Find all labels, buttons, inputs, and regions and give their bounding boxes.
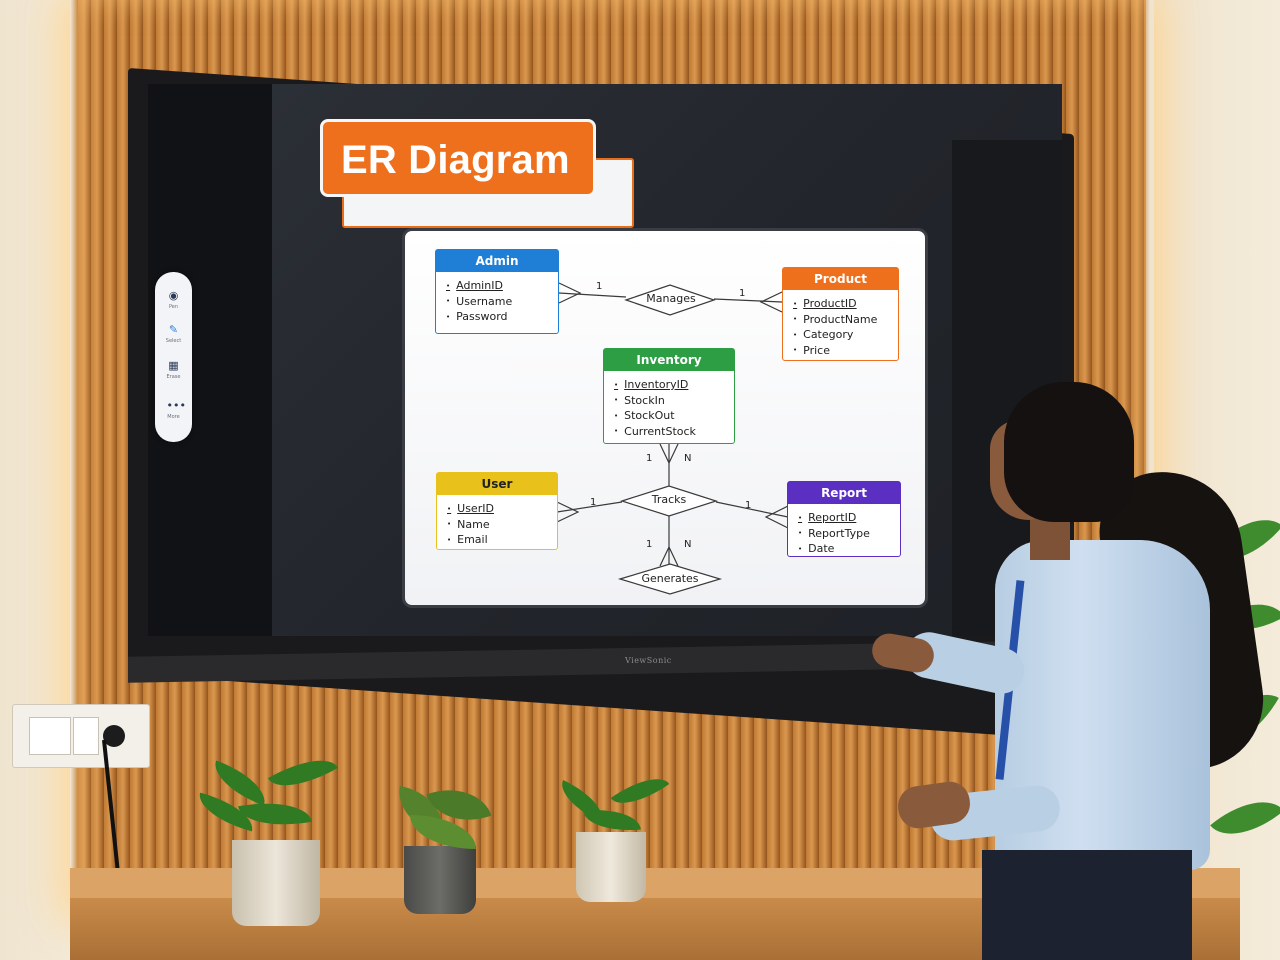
attr-admin-id: AdminID bbox=[446, 278, 558, 294]
attr-inventory-stockin: StockIn bbox=[614, 393, 734, 409]
entity-product-header: Product bbox=[783, 268, 898, 290]
pot-middle bbox=[404, 846, 476, 914]
attr-user-email: Email bbox=[447, 532, 557, 548]
tool-select[interactable]: ✎ Select bbox=[155, 323, 192, 345]
attr-inventory-id: InventoryID bbox=[614, 377, 734, 393]
eraser-icon: ▦ bbox=[168, 359, 179, 372]
card-manages-product: 1 bbox=[739, 288, 746, 299]
skirt bbox=[982, 850, 1192, 960]
relationship-generates: Generates bbox=[641, 572, 699, 585]
entity-product: Product ProductID ProductName Category P… bbox=[782, 267, 899, 361]
attr-product-category: Category bbox=[793, 327, 898, 343]
tool-pen[interactable]: ◉ Pen bbox=[155, 289, 192, 311]
tool-erase-label: Erase bbox=[166, 374, 181, 380]
entity-user: User UserID Name Email bbox=[436, 472, 558, 550]
pen-circle-icon: ◉ bbox=[168, 289, 179, 302]
pot-right bbox=[576, 832, 646, 902]
attr-product-id: ProductID bbox=[793, 296, 898, 312]
attr-user-id: UserID bbox=[447, 501, 557, 517]
entity-user-header: User bbox=[437, 473, 557, 495]
tool-more-label: More bbox=[167, 414, 180, 420]
marker-icon: ✎ bbox=[168, 323, 179, 336]
card-tracks-generates-one: 1 bbox=[646, 539, 653, 550]
card-inventory-tracks-many: N bbox=[684, 453, 692, 464]
generates-diamond bbox=[617, 563, 723, 595]
slide-title: ER Diagram bbox=[341, 138, 570, 182]
card-tracks-generates-many: N bbox=[684, 539, 692, 550]
wall-socket bbox=[12, 704, 150, 768]
card-user-tracks: 1 bbox=[590, 497, 597, 508]
card-inventory-tracks-one: 1 bbox=[646, 453, 653, 464]
entity-admin-header: Admin bbox=[436, 250, 558, 272]
tv-brand-logo: ViewSonic bbox=[625, 656, 672, 665]
relationship-manages: Manages bbox=[646, 292, 696, 305]
hair bbox=[1004, 382, 1134, 522]
attr-product-price: Price bbox=[793, 343, 898, 359]
manages-diamond bbox=[624, 284, 716, 316]
switch-left bbox=[29, 717, 71, 755]
entity-admin: Admin AdminID Username Password bbox=[435, 249, 559, 334]
attr-admin-password: Password bbox=[446, 309, 558, 325]
attr-admin-username: Username bbox=[446, 294, 558, 310]
tool-erase[interactable]: ▦ Erase bbox=[155, 359, 192, 381]
tool-more[interactable]: ••• More bbox=[155, 400, 192, 421]
attr-inventory-stockout: StockOut bbox=[614, 408, 734, 424]
attr-report-id: ReportID bbox=[798, 510, 900, 526]
tool-pen-label: Pen bbox=[168, 304, 179, 310]
slide-title-box: ER Diagram bbox=[320, 119, 596, 197]
attr-inventory-currentstock: CurrentStock bbox=[614, 424, 734, 440]
entity-inventory-header: Inventory bbox=[604, 349, 734, 371]
whiteboard-toolbar: ◉ Pen ✎ Select ▦ Erase ••• More bbox=[155, 272, 192, 442]
relationship-tracks: Tracks bbox=[651, 493, 687, 506]
entity-report: Report ReportID ReportType Date bbox=[787, 481, 901, 557]
pot-left bbox=[232, 840, 320, 926]
tracks-diamond bbox=[620, 485, 718, 517]
attr-user-name: Name bbox=[447, 517, 557, 533]
entity-report-header: Report bbox=[788, 482, 900, 504]
attr-report-date: Date bbox=[798, 541, 900, 557]
attr-report-type: ReportType bbox=[798, 526, 900, 542]
tool-select-label: Select bbox=[165, 338, 182, 344]
card-admin-manages: 1 bbox=[596, 281, 603, 292]
attr-product-name: ProductName bbox=[793, 312, 898, 328]
switch-right bbox=[73, 717, 99, 755]
entity-inventory: Inventory InventoryID StockIn StockOut C… bbox=[603, 348, 735, 444]
card-tracks-report: 1 bbox=[745, 500, 752, 511]
plug-icon bbox=[103, 725, 125, 747]
